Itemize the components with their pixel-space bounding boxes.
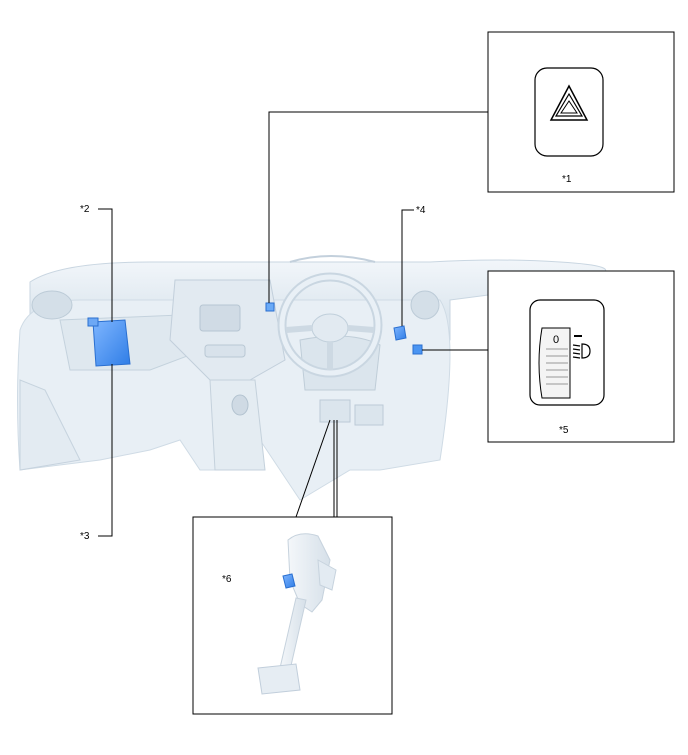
headlight-switch-inset: 0 *5 <box>487 270 675 443</box>
leader-2 <box>98 208 113 322</box>
hazard-triangle-icon <box>549 84 589 121</box>
center-display <box>199 304 241 332</box>
hazard-switch-button <box>534 67 604 157</box>
hazard-switch-inset: *1 <box>487 31 675 193</box>
leader-hazard <box>268 111 488 303</box>
leader-pedal-funnel <box>295 419 331 518</box>
leader-4 <box>401 209 414 326</box>
component-hazard-switch-location <box>265 302 275 312</box>
brake-pedal-assembly <box>257 533 337 695</box>
headlight-switch-off-mark: 0 <box>553 334 559 346</box>
brake-pedal-inset <box>192 516 393 715</box>
component-4-connector <box>393 325 407 341</box>
callout-1: *1 <box>562 174 572 185</box>
callout-5: *5 <box>559 425 569 436</box>
callout-3: *3 <box>80 531 90 542</box>
callout-6: *6 <box>222 574 232 585</box>
headlight-icon <box>572 335 591 359</box>
callout-4: *4 <box>416 205 426 216</box>
component-headlight-switch-location <box>412 344 423 355</box>
steering-wheel <box>277 272 383 378</box>
callout-2: *2 <box>80 204 90 215</box>
left-air-vent <box>31 290 73 320</box>
leader-3 <box>98 364 113 537</box>
component-2-3-ecu <box>87 317 131 367</box>
component-6-stop-light-switch <box>282 573 296 589</box>
right-air-vent <box>410 290 440 320</box>
